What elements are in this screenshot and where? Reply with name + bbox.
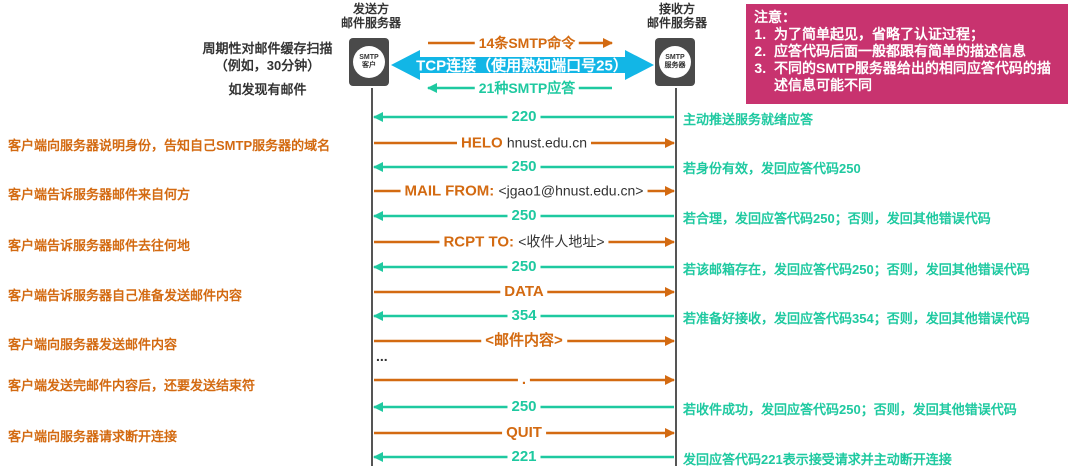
scan-line2: （例如，30分钟） <box>214 58 321 73</box>
note-item: 为了简单起见，省略了认证过程； <box>770 26 1060 43</box>
ellipsis: ... <box>376 348 388 364</box>
client-note: 客户端告诉服务器邮件来自何方 <box>8 187 191 202</box>
reply-354-label: 354 <box>507 307 541 325</box>
note-item: 应答代码后面一般都跟有简单的描述信息 <box>770 43 1060 60</box>
server-note: 若身份有效，发回应答代码250 <box>683 161 861 176</box>
scan-line3: 如发现有邮件 <box>228 82 307 97</box>
reply-250-label: 250 <box>507 207 541 225</box>
helo-label: HELO hnust.edu.cn <box>456 133 592 153</box>
receiver-server-title: 接收方 邮件服务器 <box>642 2 712 30</box>
server-note: 若收件成功，发回应答代码250；否则，发回其他错误代码 <box>683 402 1017 417</box>
server-icon-line2: 服务器 <box>664 62 686 69</box>
scan-line1: 周期性对邮件缓存扫描 <box>202 41 333 56</box>
note-list: 为了简单起见，省略了认证过程； 应答代码后面一般都跟有简单的描述信息 不同的SM… <box>754 26 1060 94</box>
reply-250-label: 250 <box>507 398 541 416</box>
receiver-title-line1: 接收方 <box>658 2 695 16</box>
mail-from-label: MAIL FROM: <jgao1@hnust.edu.cn> <box>400 181 648 201</box>
receiver-title-line2: 邮件服务器 <box>646 16 707 30</box>
server-note: 若合理，发回应答代码250；否则，发回其他错误代码 <box>683 211 991 226</box>
scan-description: 周期性对邮件缓存扫描 （例如，30分钟） 如发现有邮件 <box>185 40 350 98</box>
server-icon-line1: SMTP <box>665 54 685 61</box>
reply-220-label: 220 <box>507 108 541 126</box>
reply-221-label: 221 <box>507 448 541 466</box>
client-note: 客户端向服务器请求断开连接 <box>8 429 178 444</box>
reply-250-label: 250 <box>507 158 541 176</box>
server-note: 主动推送服务就绪应答 <box>683 112 814 127</box>
sender-title-line1: 发送方 <box>352 2 389 16</box>
client-note: 客户端发送完邮件内容后，还要发送结束符 <box>8 378 256 393</box>
client-note: 客户端告诉服务器自己准备发送邮件内容 <box>8 288 243 303</box>
commands-label: 14条SMTP命令 <box>474 33 580 53</box>
sender-server-title: 发送方 邮件服务器 <box>336 2 406 30</box>
server-note: 发回应答代码221表示接受请求并主动断开连接 <box>683 452 952 467</box>
replies-label: 21种SMTP应答 <box>474 78 580 98</box>
smtp-client-icon: SMTP 客户 <box>349 38 389 86</box>
client-note: 客户端向服务器发送邮件内容 <box>8 337 178 352</box>
server-note: 若该邮箱存在，发回应答代码250；否则，发回其他错误代码 <box>683 262 1030 277</box>
client-note: 客户端向服务器说明身份，告知自己SMTP服务器的域名 <box>8 138 331 153</box>
sender-title-line2: 邮件服务器 <box>340 16 401 30</box>
data-label: DATA <box>500 283 548 301</box>
server-note: 若准备好接收，发回应答代码354；否则，发回其他错误代码 <box>683 311 1030 326</box>
reply-250-label: 250 <box>507 258 541 276</box>
client-icon-line1: SMTP <box>359 54 379 61</box>
smtp-server-icon: SMTP 服务器 <box>655 38 695 86</box>
client-icon-line2: 客户 <box>362 62 376 69</box>
end-marker-label: . <box>517 371 531 389</box>
quit-label: QUIT <box>502 424 546 442</box>
note-title: 注意： <box>754 9 796 25</box>
tcp-label: TCP连接（使用熟知端口号25） <box>416 57 628 75</box>
rcpt-to-label: RCPT TO: <收件人地址> <box>439 232 609 252</box>
note-item: 不同的SMTP服务器给出的相同应答代码的描述信息可能不同 <box>770 60 1060 94</box>
client-note: 客户端告诉服务器邮件去往何地 <box>8 238 191 253</box>
tcp-connection-arrow <box>391 50 654 80</box>
mail-content-label: <邮件内容> <box>481 332 567 350</box>
note-box: 注意： 为了简单起见，省略了认证过程； 应答代码后面一般都跟有简单的描述信息 不… <box>746 4 1068 104</box>
